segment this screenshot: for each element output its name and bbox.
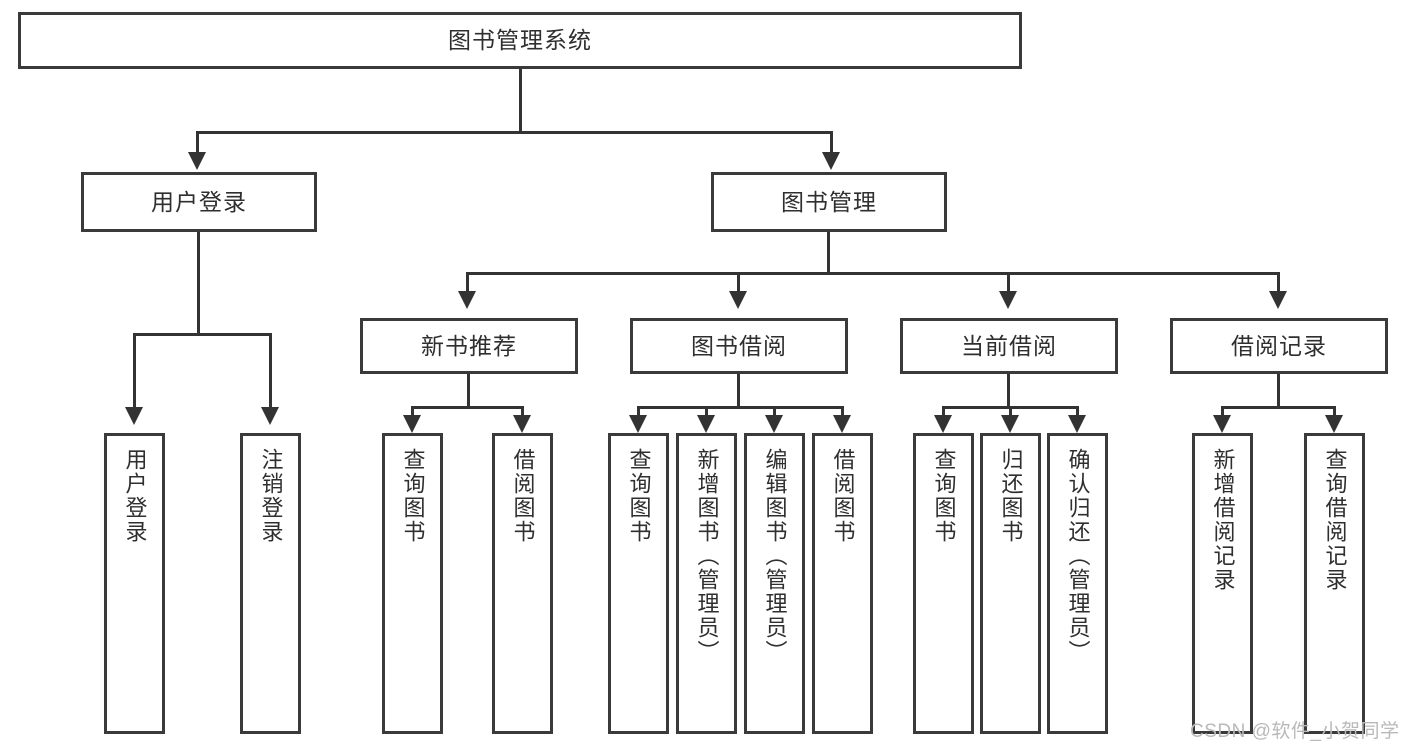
leaf-book-add-admin[interactable]: 新增图书（管理员） (676, 433, 737, 734)
edge-root-bus (196, 131, 833, 134)
node-label: 查询图书 (931, 448, 957, 544)
edge-book-manage-to-new-book (466, 272, 469, 294)
leaf-new-book-query[interactable]: 查询图书 (382, 433, 443, 734)
arrowhead-book-borrow-leaf-3 (765, 415, 783, 433)
node-label: 借阅图书 (510, 448, 536, 544)
leaf-record-query[interactable]: 查询借阅记录 (1304, 433, 1365, 734)
arrowhead-current-borrow-leaf-3 (1068, 415, 1086, 433)
leaf-book-query[interactable]: 查询图书 (608, 433, 669, 734)
edge-book-borrow-to-leaf-3 (773, 406, 776, 420)
leaf-current-confirm-return-admin[interactable]: 确认归还（管理员） (1047, 433, 1108, 734)
edge-current-borrow-to-leaf-3 (1076, 406, 1079, 420)
edge-book-manage-to-book-borrow (737, 272, 740, 294)
node-label: 当前借阅 (961, 332, 1057, 359)
node-label: 查询借阅记录 (1322, 448, 1348, 592)
node-label: 查询图书 (626, 448, 652, 544)
edge-book-manage-to-borrow-record (1277, 272, 1280, 294)
node-label: 用户登录 (122, 448, 148, 544)
edge-user-login-bus (133, 333, 272, 336)
edge-book-manage-stem (827, 232, 830, 274)
node-book-borrow[interactable]: 图书借阅 (630, 318, 848, 374)
node-label: 新增借阅记录 (1210, 448, 1236, 592)
node-label: 借阅图书 (830, 448, 856, 544)
leaf-book-borrow-action[interactable]: 借阅图书 (812, 433, 873, 734)
edge-user-login-stem (197, 232, 200, 335)
node-label: 确认归还（管理员） (1065, 448, 1091, 664)
arrowhead-new-book-recommend (458, 291, 476, 309)
arrowhead-book-borrow (729, 291, 747, 309)
edge-new-book-to-leaf-2 (521, 406, 524, 420)
edge-book-manage-bus (466, 272, 1280, 275)
leaf-record-add[interactable]: 新增借阅记录 (1192, 433, 1253, 734)
edge-current-borrow-to-leaf-1 (942, 406, 945, 420)
edge-book-borrow-to-leaf-4 (841, 406, 844, 420)
edge-new-book-to-leaf-1 (411, 406, 414, 420)
node-label: 图书管理系统 (448, 27, 592, 54)
edge-borrow-record-to-leaf-1 (1221, 406, 1224, 420)
arrowhead-book-manage (822, 152, 840, 170)
arrowhead-current-borrow-leaf-2 (1001, 415, 1019, 433)
edge-borrow-record-bus (1221, 406, 1336, 409)
leaf-current-return[interactable]: 归还图书 (980, 433, 1041, 734)
edge-book-borrow-to-leaf-1 (637, 406, 640, 420)
arrowhead-leaf-user-login (125, 407, 143, 425)
edge-root-to-book-manage (830, 131, 833, 156)
node-label: 归还图书 (998, 448, 1024, 544)
node-label: 编辑图书（管理员） (762, 448, 788, 664)
arrowhead-leaf-logout (261, 407, 279, 425)
arrowhead-book-borrow-leaf-1 (629, 415, 647, 433)
edge-user-login-to-leaf-1 (133, 333, 136, 411)
node-label: 新书推荐 (421, 332, 517, 359)
leaf-book-edit-admin[interactable]: 编辑图书（管理员） (744, 433, 805, 734)
edge-book-borrow-stem (737, 374, 740, 408)
edge-book-borrow-bus (637, 406, 842, 409)
edge-new-book-bus (411, 406, 524, 409)
arrowhead-new-book-leaf-1 (403, 415, 421, 433)
node-label: 新增图书（管理员） (694, 448, 720, 664)
node-book-manage[interactable]: 图书管理 (711, 172, 947, 232)
arrowhead-book-borrow-leaf-4 (833, 415, 851, 433)
edge-borrow-record-to-leaf-2 (1333, 406, 1336, 420)
arrowhead-current-borrow (999, 291, 1017, 309)
arrowhead-borrow-record-leaf-1 (1213, 415, 1231, 433)
leaf-current-query[interactable]: 查询图书 (913, 433, 974, 734)
node-borrow-record[interactable]: 借阅记录 (1170, 318, 1388, 374)
arrowhead-current-borrow-leaf-1 (934, 415, 952, 433)
arrowhead-user-login (188, 152, 206, 170)
node-label: 图书借阅 (691, 332, 787, 359)
arrowhead-book-borrow-leaf-2 (697, 415, 715, 433)
node-user-login[interactable]: 用户登录 (81, 172, 317, 232)
edge-root-stem (519, 69, 522, 133)
leaf-logout[interactable]: 注销登录 (240, 433, 301, 734)
leaf-user-login[interactable]: 用户登录 (104, 433, 165, 734)
arrowhead-borrow-record-leaf-2 (1325, 415, 1343, 433)
edge-root-to-user-login (196, 131, 199, 156)
node-root-system[interactable]: 图书管理系统 (18, 12, 1022, 69)
edge-user-login-to-leaf-2 (269, 333, 272, 411)
leaf-new-book-borrow[interactable]: 借阅图书 (492, 433, 553, 734)
arrowhead-borrow-record (1269, 291, 1287, 309)
edge-current-borrow-to-leaf-2 (1009, 406, 1012, 420)
node-current-borrow[interactable]: 当前借阅 (900, 318, 1118, 374)
node-label: 查询图书 (400, 448, 426, 544)
edge-book-borrow-to-leaf-2 (705, 406, 708, 420)
arrowhead-new-book-leaf-2 (513, 415, 531, 433)
node-label: 借阅记录 (1231, 332, 1327, 359)
edge-book-manage-to-current-borrow (1007, 272, 1010, 294)
edge-current-borrow-stem (1007, 374, 1010, 408)
edge-borrow-record-stem (1277, 374, 1280, 408)
node-label: 图书管理 (781, 188, 877, 215)
node-label: 注销登录 (258, 448, 284, 544)
edge-new-book-stem (467, 374, 470, 408)
node-new-book-recommend[interactable]: 新书推荐 (360, 318, 578, 374)
node-label: 用户登录 (151, 188, 247, 215)
